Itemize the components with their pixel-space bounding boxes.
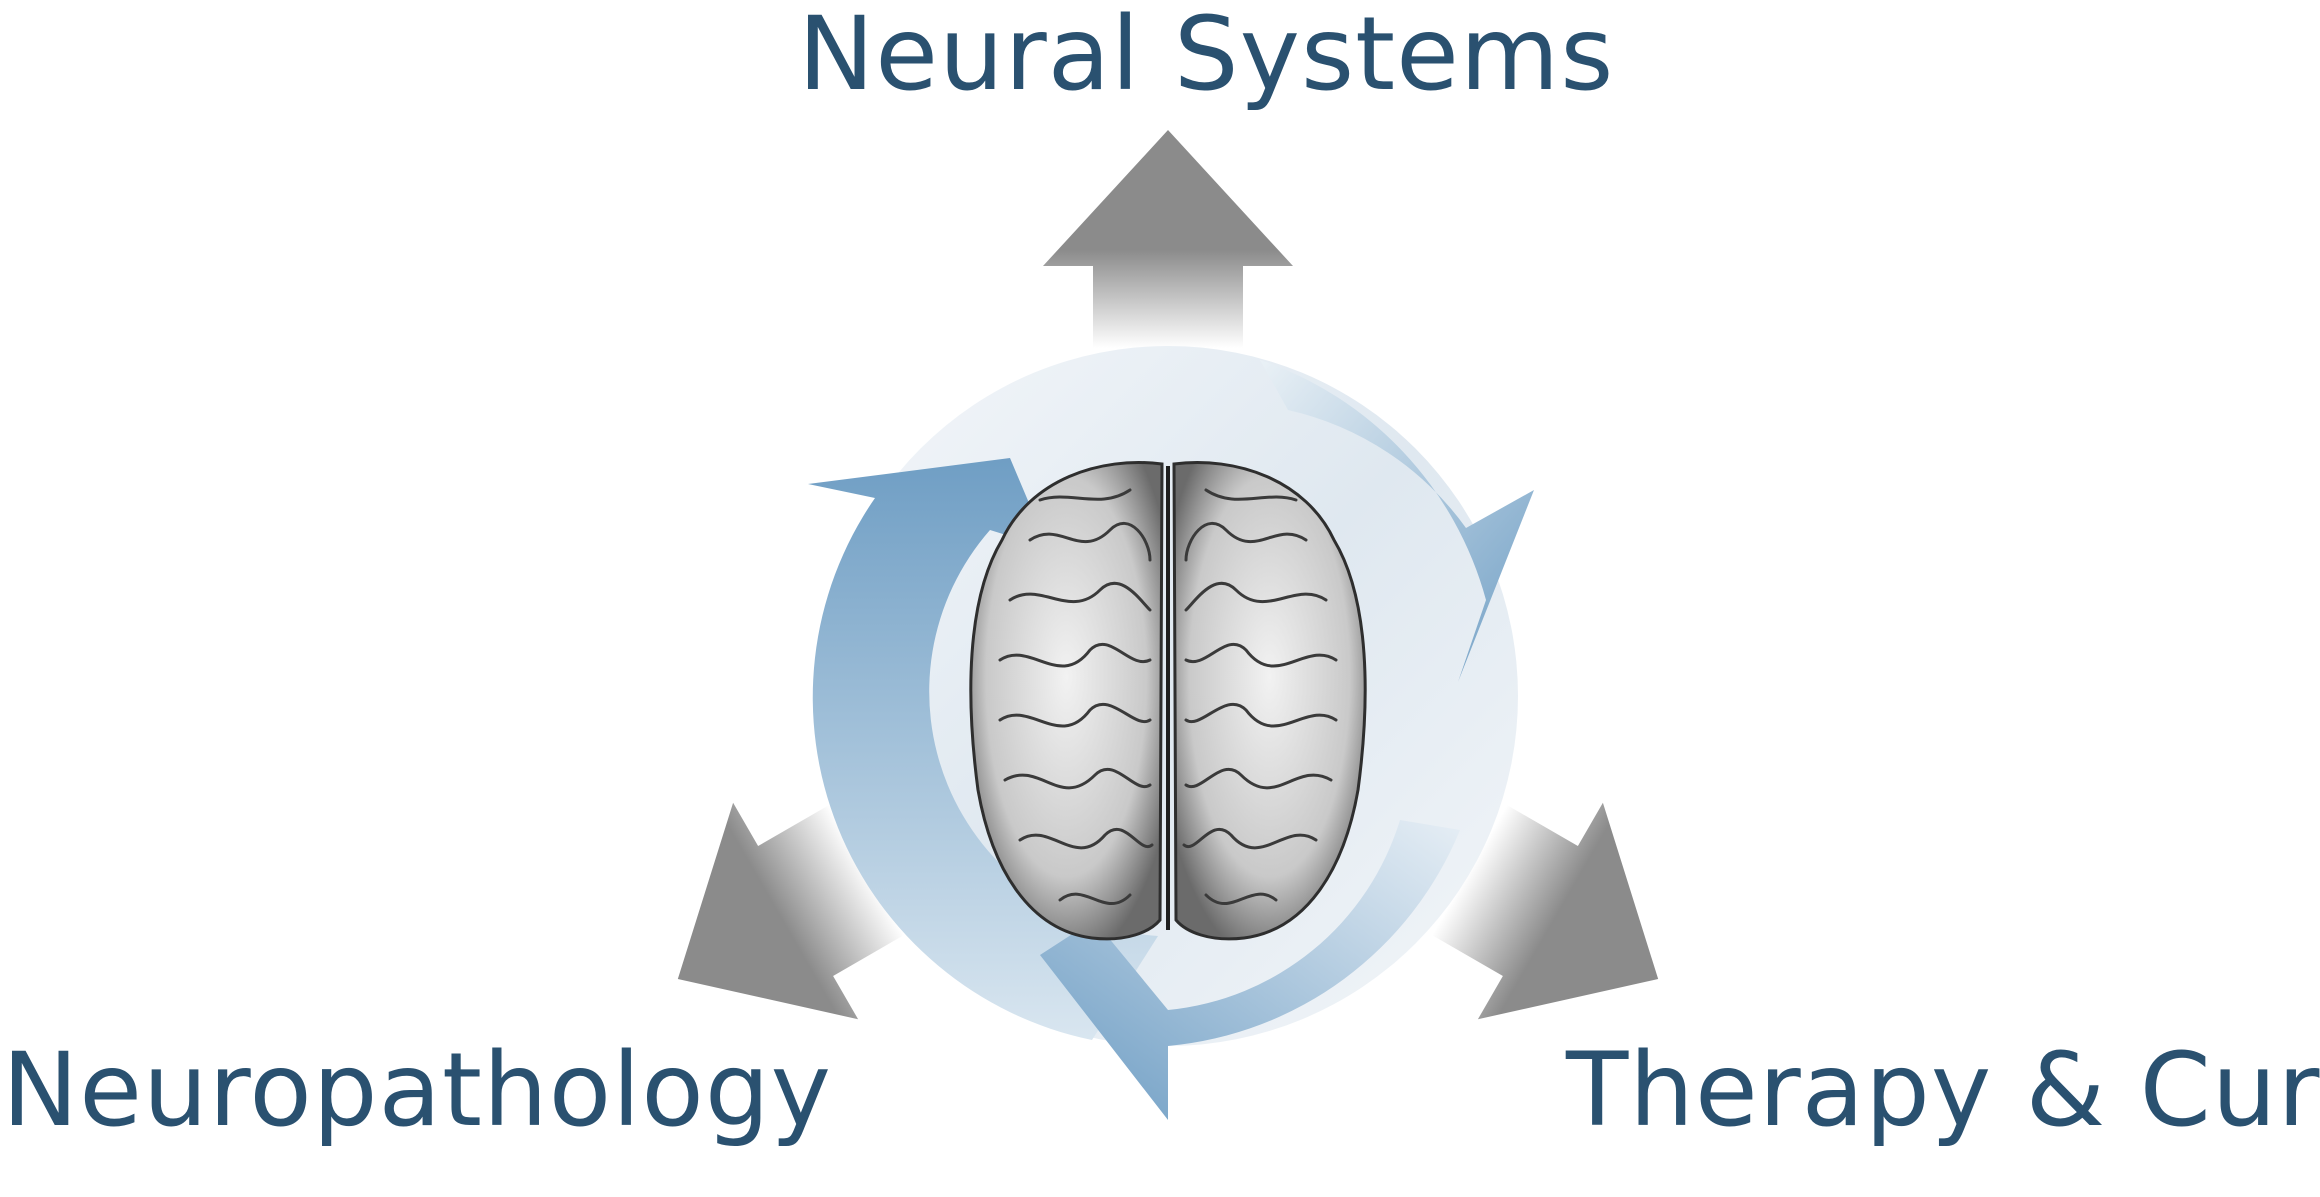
arrow-down-left-icon — [677, 802, 905, 1020]
cycle-arrow-right-icon — [1260, 360, 1534, 682]
label-therapy-and-cure: Therapy & Cure — [1566, 1031, 2320, 1150]
label-neuropathology: Neuropathology — [2, 1031, 832, 1150]
label-neural-systems: Neural Systems — [798, 0, 1615, 114]
brain-icon — [969, 461, 1367, 941]
cycle-arrow-bottom-icon — [1040, 820, 1460, 1120]
arrow-up-icon — [1043, 130, 1293, 348]
arrow-down-right-icon — [1431, 802, 1659, 1020]
cycle-arrow-left-icon — [808, 458, 1158, 1040]
cycle-arrows-icon — [808, 360, 1534, 1120]
